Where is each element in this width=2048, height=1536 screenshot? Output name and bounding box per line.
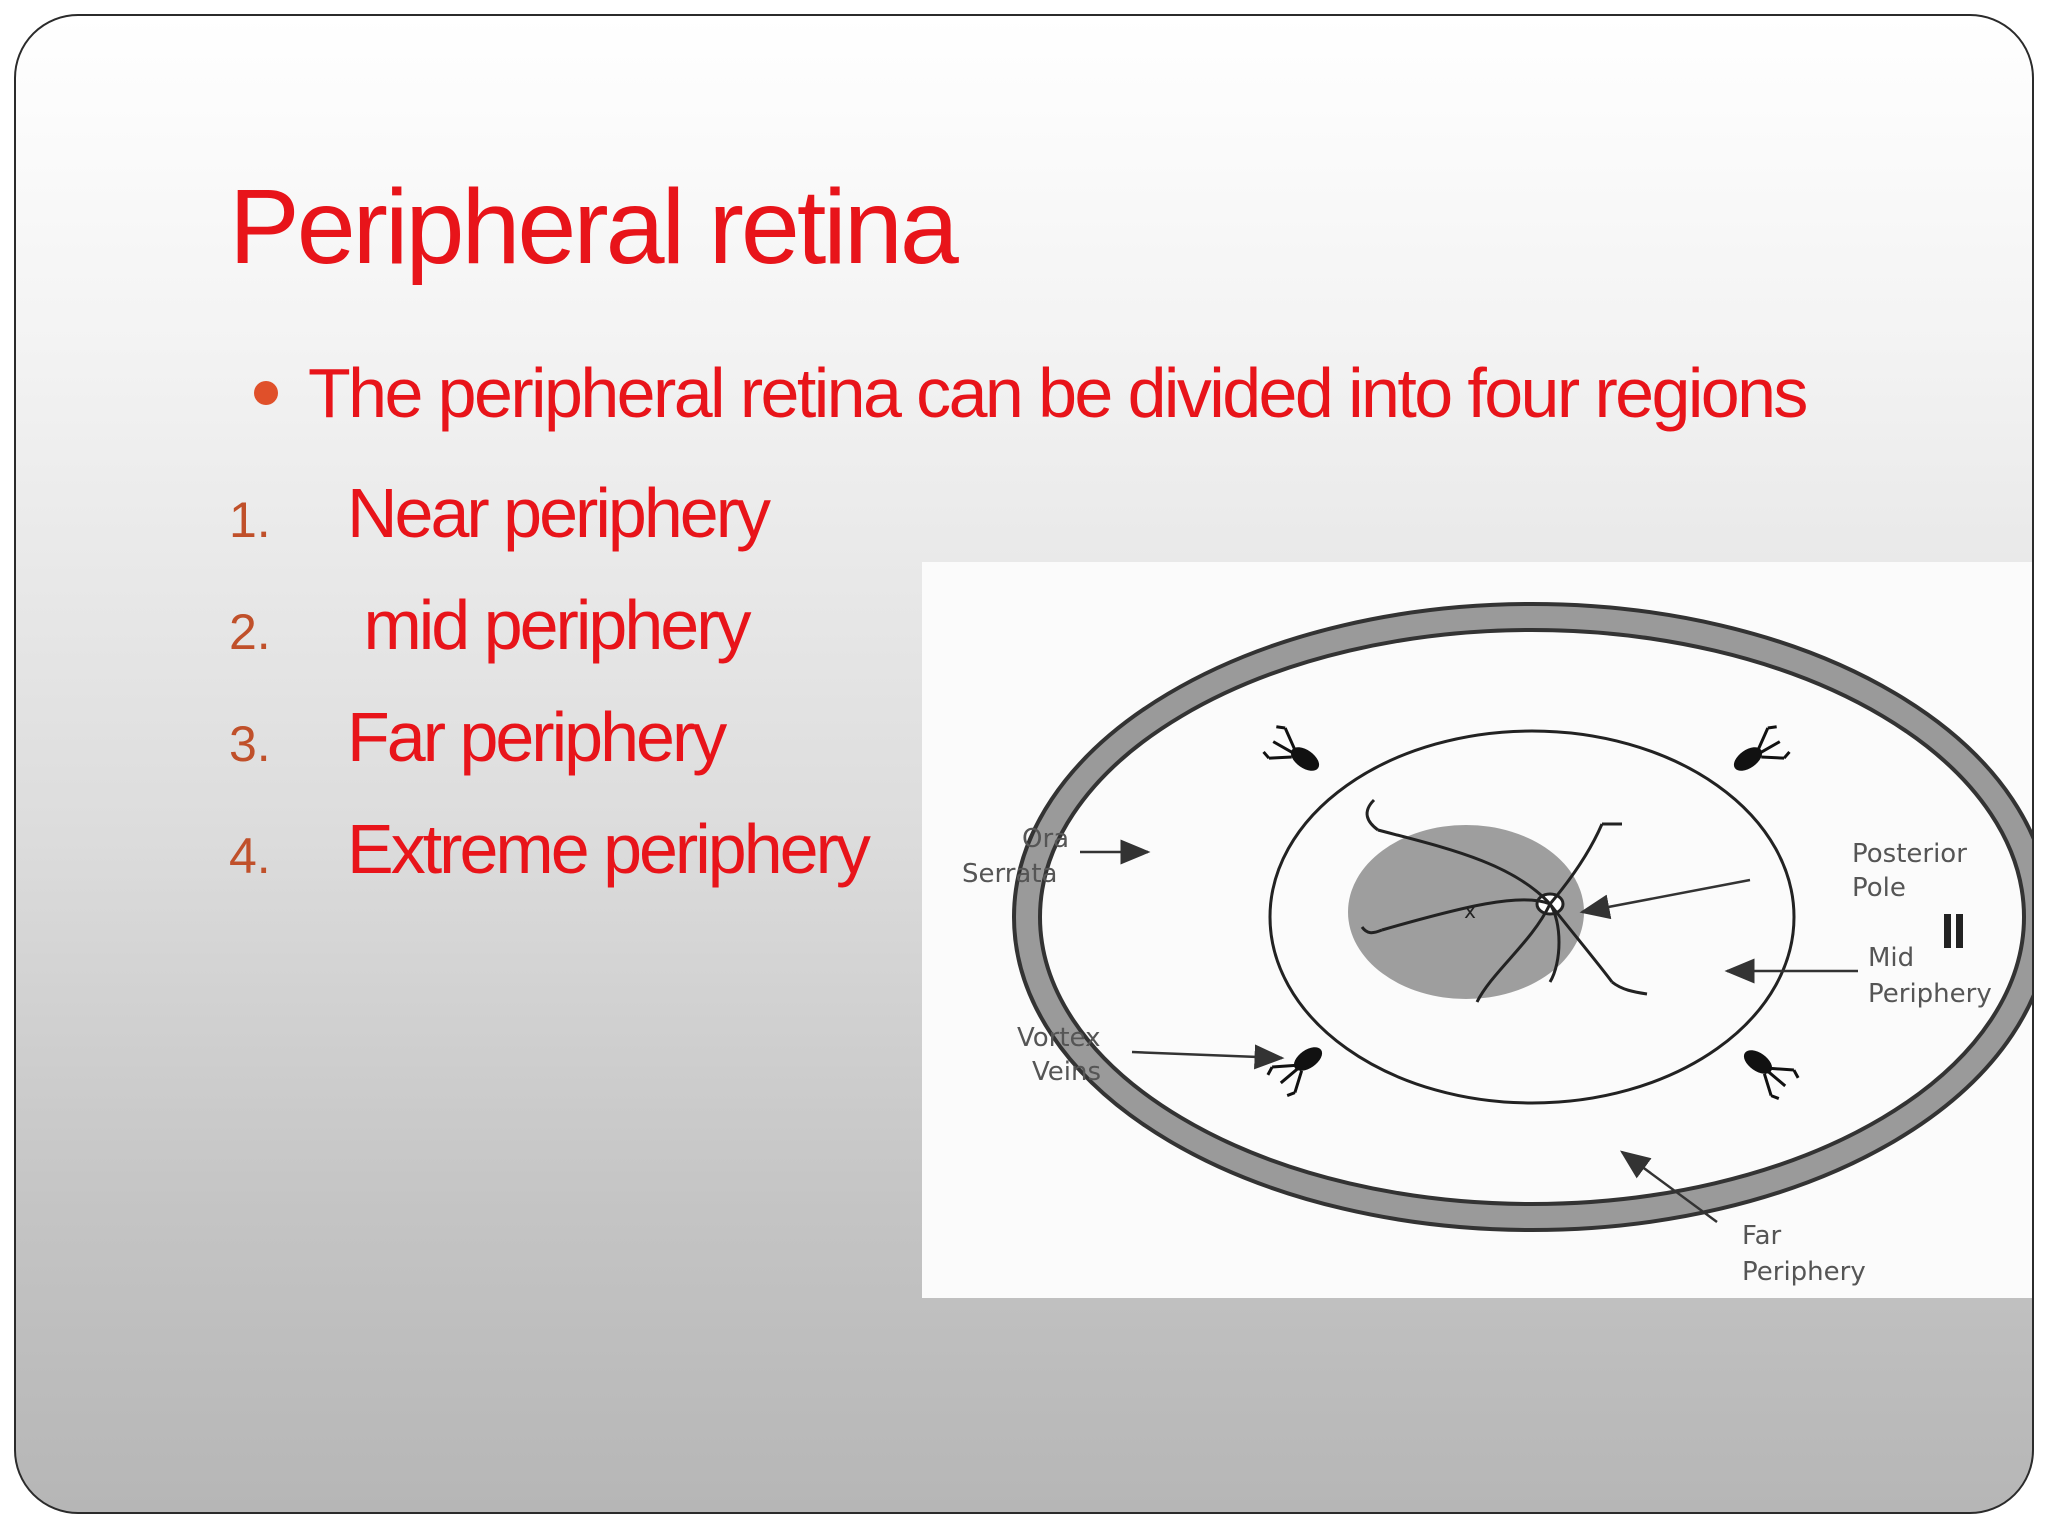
wall-mark <box>1944 914 1951 948</box>
region-number: 1. <box>229 492 271 548</box>
region-label: Far periphery <box>347 698 727 776</box>
pointer-lines <box>1080 839 1858 1224</box>
label-vortex: Vortex <box>1017 1023 1100 1053</box>
label-far-periphery: Periphery <box>1742 1257 1866 1287</box>
region-label: Extreme periphery <box>347 810 871 888</box>
label-ora: Ora <box>1022 824 1069 854</box>
label-mid: Mid <box>1868 943 1914 973</box>
region-number: 4. <box>229 828 271 884</box>
label-serrata: Serrata <box>962 859 1057 889</box>
label-posterior: Posterior <box>1852 839 1967 869</box>
retina-diagram: x <box>922 562 2032 1298</box>
label-far: Far <box>1742 1221 1782 1251</box>
label-mid-periphery: Periphery <box>1868 979 1992 1009</box>
wall-mark <box>1956 914 1963 948</box>
retina-diagram-svg: x <box>962 602 2032 1287</box>
label-veins: Veins <box>1032 1057 1101 1087</box>
equator-ring <box>1268 729 1796 1105</box>
region-item-3: 3. Far periphery <box>229 698 727 776</box>
region-label: mid periphery <box>347 586 751 664</box>
region-label: Near periphery <box>347 474 771 552</box>
vortex-vein-bottom-left <box>1266 1047 1323 1097</box>
region-item-2: 2. mid periphery <box>229 586 752 664</box>
bullet-dot-icon <box>254 381 278 405</box>
region-number: 2. <box>229 604 271 660</box>
vortex-vein-top-left <box>1262 725 1320 771</box>
center-mark: x <box>1464 899 1476 923</box>
posterior-pole-disk <box>1348 825 1584 999</box>
vortex-vein-bottom-right <box>1743 1050 1800 1100</box>
slide-title: Peripheral retina <box>229 168 959 286</box>
intro-bullet: The peripheral retina can be divided int… <box>254 354 1808 432</box>
region-item-4: 4. Extreme periphery <box>229 810 871 888</box>
retinal-vessels <box>1360 798 1648 1003</box>
intro-text: The peripheral retina can be divided int… <box>308 354 1808 432</box>
region-number: 3. <box>229 716 271 772</box>
vortex-vein-top-right <box>1733 725 1791 771</box>
slide: Peripheral retina The peripheral retina … <box>14 14 2034 1514</box>
label-pole: Pole <box>1852 873 1906 903</box>
region-item-1: 1. Near periphery <box>229 474 771 552</box>
